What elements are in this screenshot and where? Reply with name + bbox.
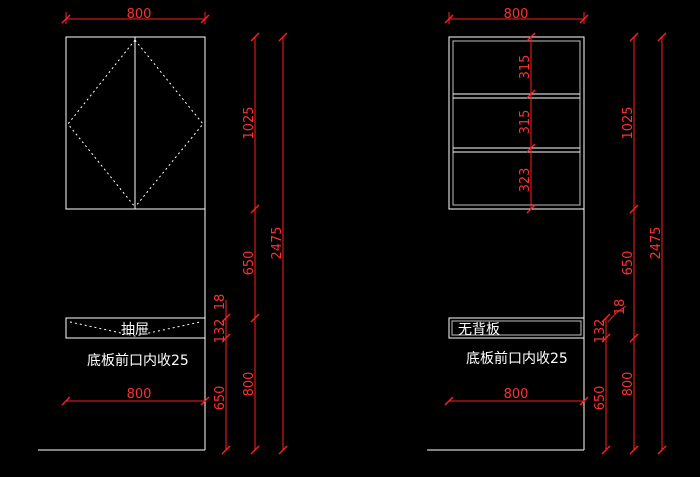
left-bottom-width-text: 800: [127, 387, 152, 402]
left-top-width-dimension: 800: [61, 7, 210, 24]
right-panel-label: 无背板: [458, 322, 500, 338]
right-drawer: [448, 317, 585, 339]
left-top-width-text: 800: [127, 7, 152, 22]
right-note: 底板前口内收25: [466, 350, 568, 367]
right-dim-18-leader: [607, 305, 627, 323]
right-shelf-2-text: 315: [518, 110, 533, 135]
left-dim-2475: 2475: [270, 226, 285, 259]
right-bottom-width-dimension: 800: [444, 387, 589, 406]
right-vertical-chain-dimension: 1025 650 800: [621, 32, 639, 455]
right-upper-cabinet: [448, 36, 585, 210]
left-dim-650-mid: 650: [242, 251, 257, 276]
left-drawer-label: 抽屉: [121, 322, 149, 338]
right-bottom-width-text: 800: [504, 387, 529, 402]
right-dim-2475: 2475: [649, 226, 664, 259]
right-top-width-text: 800: [504, 7, 529, 22]
left-door-swing-right: [134, 39, 204, 208]
right-elevation: 800 315 315 323 无背板 底板前口内收25: [427, 7, 667, 455]
left-dim-132: 132: [213, 319, 228, 344]
right-dim-18: 18: [613, 299, 628, 316]
right-drawer-inner: [451, 320, 582, 336]
right-dim-650-low: 650: [593, 386, 608, 411]
right-upper-cabinet-inner: [452, 40, 581, 206]
left-note: 底板前口内收25: [87, 352, 189, 369]
left-dim-1025: 1025: [242, 106, 257, 139]
right-dim-1025: 1025: [621, 106, 636, 139]
left-drawer: [65, 317, 206, 339]
left-drawer-indicator: [69, 321, 201, 337]
right-drawer-detail-dimension: 18 132 650: [593, 299, 628, 455]
left-drawer-detail-dimension: 18 132 650: [213, 294, 231, 455]
left-bottom-width-dimension: 800: [61, 387, 210, 406]
left-elevation: 800 抽屉 底板前口内收25 800 10: [38, 7, 288, 455]
left-dim-18: 18: [213, 294, 228, 311]
right-shelf-spacing-dimension: 315 315 323: [518, 32, 536, 214]
right-shelf-1-text: 315: [518, 55, 533, 80]
left-door-swing-left: [67, 39, 136, 208]
left-dim-800-v: 800: [242, 372, 257, 397]
left-vertical-chain-dimension: 1025 650 800: [242, 32, 260, 455]
left-dim-650-low: 650: [213, 386, 228, 411]
left-overall-height-dimension: 2475: [270, 32, 288, 455]
right-dim-132: 132: [593, 319, 608, 344]
right-dim-650-mid: 650: [621, 251, 636, 276]
right-shelf-3-text: 323: [518, 168, 533, 193]
right-dim-800-v: 800: [621, 372, 636, 397]
right-overall-height-dimension: 2475: [649, 32, 667, 455]
right-top-width-dimension: 800: [444, 7, 589, 24]
